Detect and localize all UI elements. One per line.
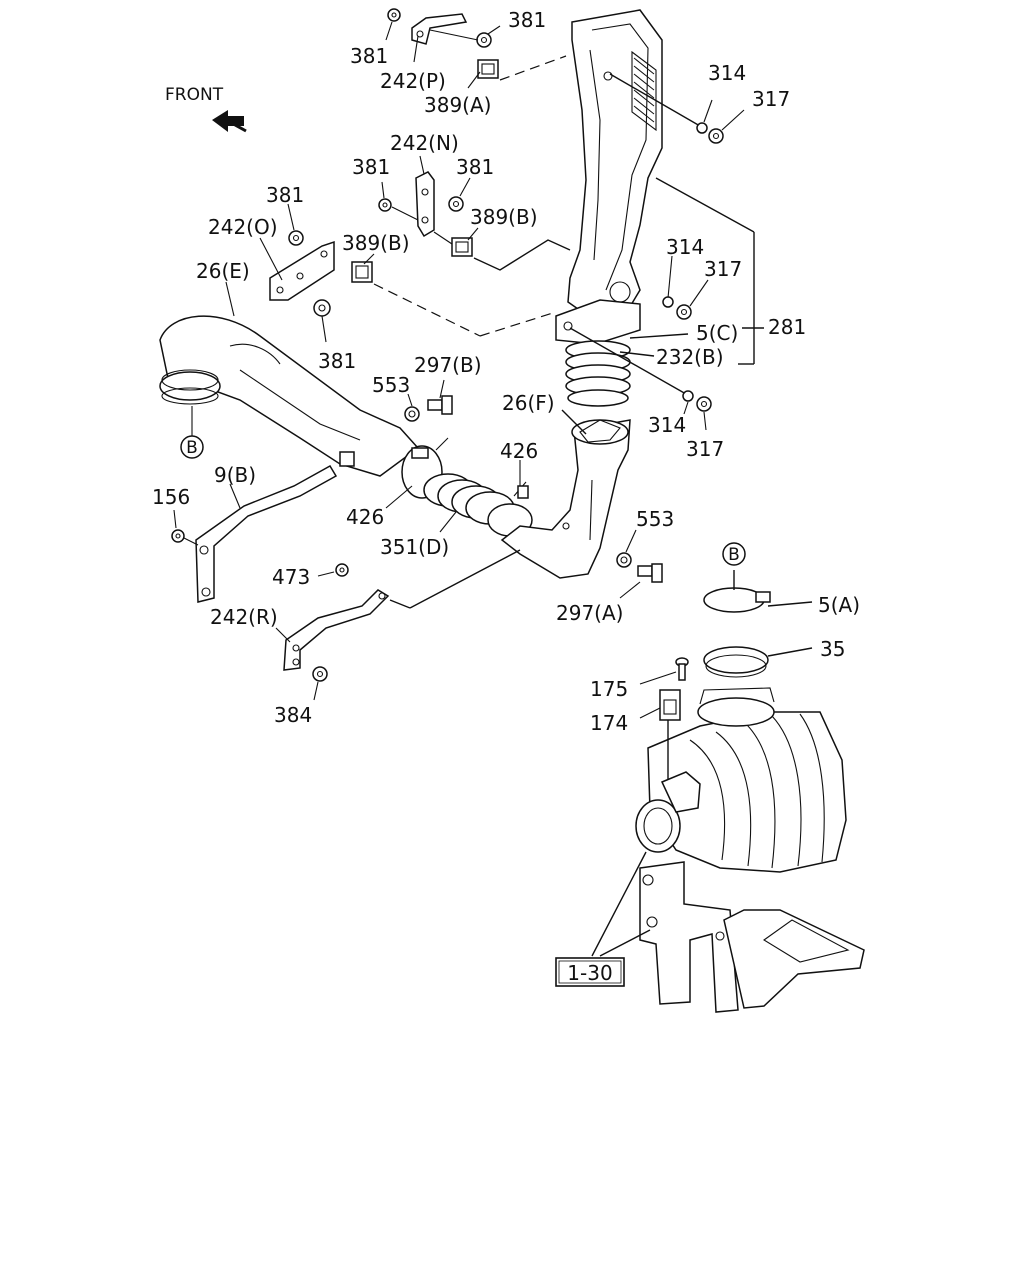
air-cleaner-outlet [635, 799, 681, 853]
callout-174: 174 [590, 711, 628, 735]
sensor-body [660, 771, 701, 813]
callout-389a: 389(A) [424, 93, 491, 117]
callout-381-d: 381 [456, 155, 494, 179]
callout-242o: 242(O) [208, 215, 278, 239]
callout-381-f: 381 [318, 349, 356, 373]
reference-box-1-30: 1-30 [555, 957, 625, 987]
callout-553-b: 553 [636, 507, 674, 531]
connector-b-left: B [180, 435, 204, 459]
callout-381-e: 381 [266, 183, 304, 207]
nut-317-b-icon [676, 304, 692, 320]
callout-553-a: 553 [372, 373, 410, 397]
nut-381-f-icon [313, 299, 331, 317]
callout-351d: 351(D) [380, 535, 449, 559]
leader-lines [173, 21, 813, 957]
mount-389a-icon [477, 59, 499, 79]
nut-317-c-icon [696, 396, 712, 412]
callout-156: 156 [152, 485, 190, 509]
nut-156-icon [171, 529, 185, 543]
callout-426-b: 426 [346, 505, 384, 529]
callout-1-30: 1-30 [567, 961, 612, 985]
callout-26e: 26(E) [196, 259, 250, 283]
bracket-242r [283, 589, 390, 671]
callout-317-c: 317 [686, 437, 724, 461]
callout-labels: 381 381 242(P) 389(A) 314 317 242(N) 381… [152, 8, 860, 735]
callout-314-b: 314 [666, 235, 704, 259]
air-cleaner-housing [647, 687, 847, 873]
callout-5c: 5(C) [696, 321, 738, 345]
front-label: FRONT [165, 85, 224, 105]
sensor-174-icon [659, 689, 681, 721]
duct-26f [500, 419, 631, 579]
callout-381-a: 381 [350, 44, 388, 68]
nut-381-c-icon [378, 198, 392, 212]
bellows-hose-232b [565, 340, 631, 407]
snorkel-duct [555, 9, 663, 407]
callout-242p: 242(P) [380, 69, 446, 93]
bracket-242p [411, 13, 468, 45]
bracket-9b [195, 464, 338, 603]
callout-232b: 232(B) [656, 345, 724, 369]
bolt-297b-icon [427, 395, 453, 415]
connector-b-top: B [722, 542, 746, 566]
callout-9b: 9(B) [214, 463, 256, 487]
callout-297b: 297(B) [414, 353, 482, 377]
nut-381-d-icon [448, 196, 464, 212]
bracket-242o [269, 240, 335, 301]
callout-297a: 297(A) [556, 601, 623, 625]
nut-381-a-icon [387, 8, 401, 22]
nut-381-e-icon [288, 230, 304, 246]
nut-381-b-icon [476, 32, 492, 48]
callout-314-c: 314 [648, 413, 686, 437]
callout-381-c: 381 [352, 155, 390, 179]
washer-553-b-icon [616, 552, 632, 568]
callout-314-a: 314 [708, 61, 746, 85]
nut-473-icon [335, 563, 349, 577]
duct-26e [159, 315, 420, 477]
bracket-242n [415, 171, 435, 238]
svg-text:B: B [728, 545, 740, 565]
nut-317-a-icon [708, 128, 724, 144]
clamp-5a [703, 587, 771, 613]
washer-553-a-icon [404, 406, 420, 422]
ring-35 [703, 646, 769, 678]
callout-389b-2: 389(B) [342, 231, 410, 255]
mount-bracket-1-30 [639, 861, 865, 1013]
callout-384: 384 [274, 703, 312, 727]
callout-317-a: 317 [752, 87, 790, 111]
callout-175: 175 [590, 677, 628, 701]
callout-381-b: 381 [508, 8, 546, 32]
callout-26f: 26(F) [502, 391, 555, 415]
bolt-297a-icon [637, 563, 663, 583]
svg-text:B: B [186, 438, 198, 458]
callout-35: 35 [820, 637, 845, 661]
mount-389b-1-icon [451, 237, 473, 257]
callout-389b-1: 389(B) [470, 205, 538, 229]
callout-242r: 242(R) [210, 605, 278, 629]
callout-5a: 5(A) [818, 593, 860, 617]
callout-317-b: 317 [704, 257, 742, 281]
callout-242n: 242(N) [390, 131, 459, 155]
callout-281: 281 [768, 315, 806, 339]
callout-473: 473 [272, 565, 310, 589]
snorkel-grille [631, 50, 657, 132]
screw-175-icon [675, 657, 689, 681]
mount-389b-2-icon [351, 261, 373, 283]
hose-351d [423, 473, 515, 525]
callout-426-a: 426 [500, 439, 538, 463]
nut-384-icon [312, 666, 328, 682]
front-arrow-icon [212, 110, 247, 133]
